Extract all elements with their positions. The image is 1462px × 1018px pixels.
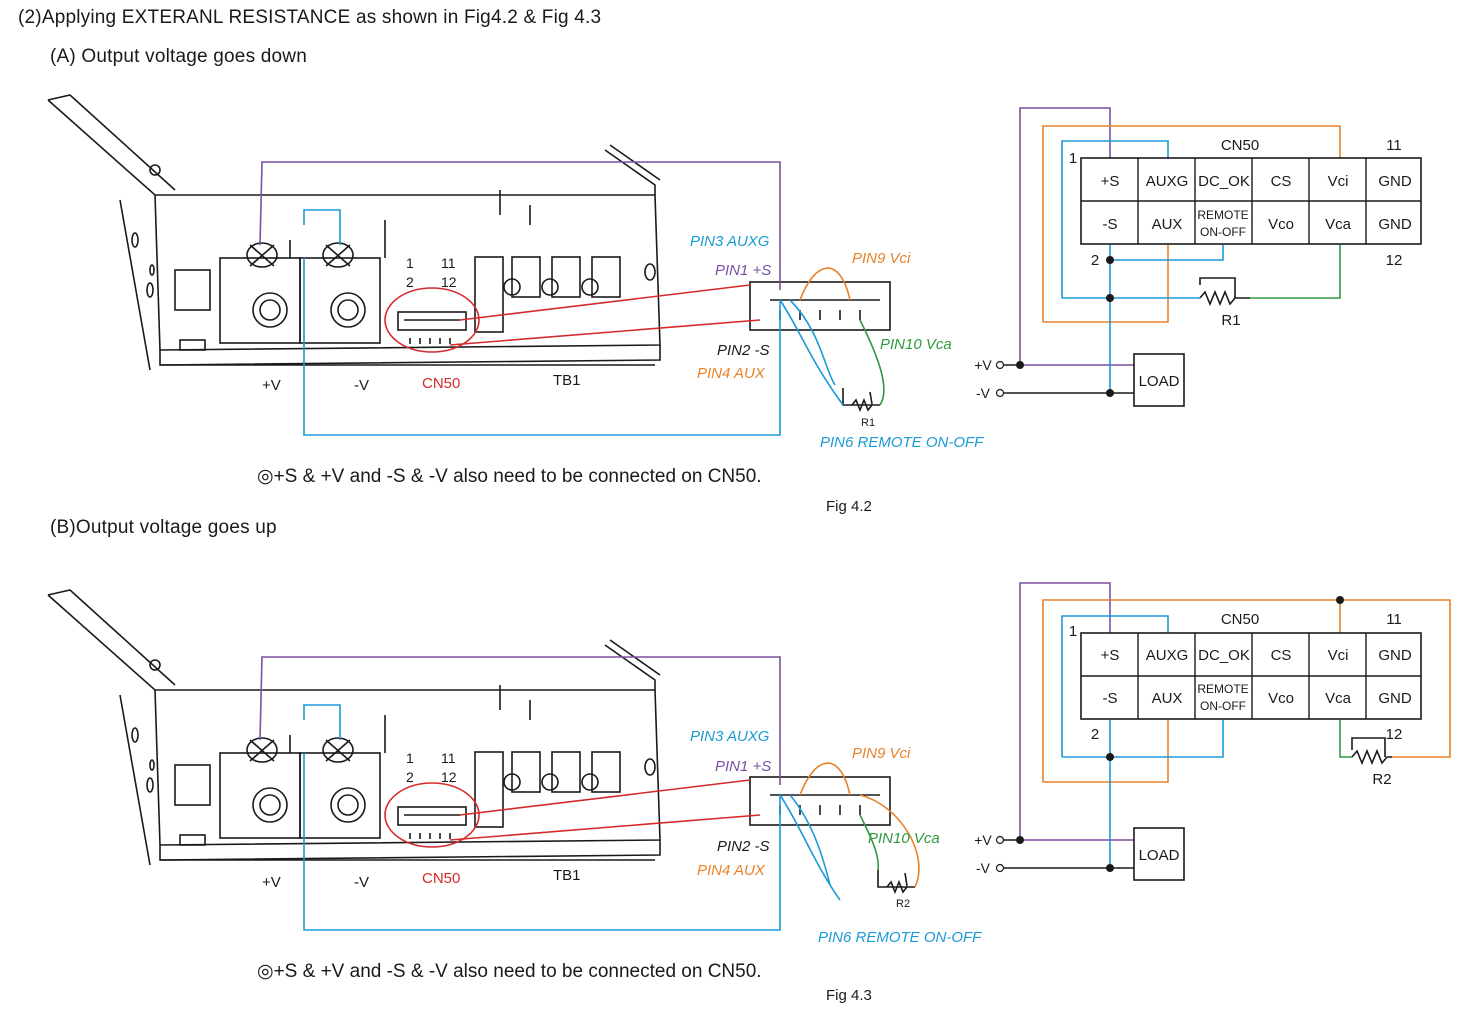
cell-vca-a: Vca — [1325, 216, 1352, 233]
schematic-pin2-a: 2 — [1091, 252, 1099, 269]
schematic-resistor-b: R2 — [1372, 771, 1391, 788]
figure-a-note: ◎+S & +V and -S & -V also need to be con… — [257, 466, 762, 487]
cell-minus-s-b: -S — [1103, 690, 1118, 707]
schematic-pin11-a: 11 — [1386, 137, 1402, 154]
cell-cs-a: CS — [1271, 173, 1292, 190]
cell-on-off-a: ON-OFF — [1200, 225, 1246, 239]
load-label-b: LOAD — [1139, 847, 1180, 864]
pos-v-label-b: +V — [262, 874, 281, 891]
psu-drawing-a — [47, 94, 891, 413]
schematic-pos-v-a: +V — [974, 357, 992, 373]
pin10-label-b: PIN10 Vca — [868, 830, 940, 847]
cell-auxg-a: AUXG — [1146, 173, 1189, 190]
neg-v-label-a: -V — [354, 377, 369, 394]
tb1-label-a: TB1 — [553, 372, 581, 389]
pin-12-label-b: 12 — [441, 769, 457, 785]
cell-vci-a: Vci — [1328, 173, 1349, 190]
cell-aux-a: AUX — [1152, 216, 1183, 233]
cell-gnd-top-b: GND — [1378, 647, 1412, 664]
cell-remote-b: REMOTE — [1197, 682, 1248, 696]
schematic-pin2-b: 2 — [1091, 726, 1099, 743]
load-label-a: LOAD — [1139, 373, 1180, 390]
r2-label-drawing: R2 — [896, 898, 910, 910]
schematic-resistor-a: R1 — [1221, 312, 1240, 329]
pin6-label-b: PIN6 REMOTE ON-OFF — [818, 929, 982, 946]
cell-vci-b: Vci — [1328, 647, 1349, 664]
schematic-title-b: CN50 — [1221, 611, 1259, 628]
pin10-label-a: PIN10 Vca — [880, 336, 952, 353]
cell-vco-a: Vco — [1268, 216, 1294, 233]
figure-b-caption: Fig 4.3 — [826, 987, 872, 1004]
cell-vca-b: Vca — [1325, 690, 1352, 707]
schematic-b: CN50 11 1 2 12 +S AUXG DC_OK CS Vci GND … — [974, 582, 1451, 881]
cell-gnd-bottom-a: GND — [1378, 216, 1412, 233]
pin3-label-b: PIN3 AUXG — [690, 728, 770, 745]
pin-1-label-b: 1 — [406, 750, 414, 766]
cell-plus-s-b: +S — [1101, 647, 1120, 664]
schematic-neg-v-a: -V — [976, 385, 991, 401]
pin-12-label-a: 12 — [441, 274, 457, 290]
cell-aux-b: AUX — [1152, 690, 1183, 707]
figure-a-diagram: +V -V CN50 TB1 1 2 11 12 PIN3 AUXG PIN1 … — [47, 94, 1422, 451]
tb1-label-b: TB1 — [553, 867, 581, 884]
schematic-pin1-a: 1 — [1069, 150, 1077, 167]
cell-dc-ok-a: DC_OK — [1198, 173, 1250, 190]
pin-1-label-a: 1 — [406, 255, 414, 271]
pin1-label-b: PIN1 +S — [715, 758, 771, 775]
schematic-neg-v-b: -V — [976, 860, 991, 876]
pin1-label-a: PIN1 +S — [715, 262, 771, 279]
pin-2-label-b: 2 — [406, 769, 414, 785]
figure-a-subtitle: (A) Output voltage goes down — [50, 46, 307, 67]
cell-gnd-bottom-b: GND — [1378, 690, 1412, 707]
schematic-pin12-a: 12 — [1386, 252, 1403, 269]
cell-minus-s-a: -S — [1103, 216, 1118, 233]
pin-2-label-a: 2 — [406, 274, 414, 290]
pin9-label-b: PIN9 Vci — [852, 745, 911, 762]
schematic-pin12-b: 12 — [1386, 726, 1403, 743]
wiring-a — [259, 161, 885, 436]
wiring-b — [259, 656, 920, 931]
cn50-label-a: CN50 — [422, 375, 460, 392]
figure-b-note: ◎+S & +V and -S & -V also need to be con… — [257, 961, 762, 982]
cell-cs-b: CS — [1271, 647, 1292, 664]
schematic-pin11-b: 11 — [1386, 611, 1402, 628]
pin-11-label-b: 11 — [441, 750, 456, 766]
schematic-pos-v-b: +V — [974, 832, 992, 848]
pin4-label-b: PIN4 AUX — [697, 862, 766, 879]
figure-b-diagram: +V -V CN50 TB1 1 2 11 12 PIN3 AUXG PIN1 … — [47, 582, 1451, 946]
cell-vco-b: Vco — [1268, 690, 1294, 707]
cell-dc-ok-b: DC_OK — [1198, 647, 1250, 664]
pin6-label-a: PIN6 REMOTE ON-OFF — [820, 434, 984, 451]
cell-remote-a: REMOTE — [1197, 208, 1248, 222]
schematic-pin1-b: 1 — [1069, 623, 1077, 640]
r1-label-drawing: R1 — [861, 417, 875, 429]
schematic-a: CN50 11 1 2 12 +S AUXG DC_OK CS Vci GND … — [974, 107, 1422, 407]
pin-11-label-a: 11 — [441, 255, 456, 271]
pin3-label-a: PIN3 AUXG — [690, 233, 770, 250]
cell-on-off-b: ON-OFF — [1200, 699, 1246, 713]
pin2-label-b: PIN2 -S — [717, 838, 770, 855]
pos-v-label-a: +V — [262, 377, 281, 394]
pin4-label-a: PIN4 AUX — [697, 365, 766, 382]
pin2-label-a: PIN2 -S — [717, 342, 770, 359]
neg-v-label-b: -V — [354, 874, 369, 891]
pin9-label-a: PIN9 Vci — [852, 250, 911, 267]
cn50-label-b: CN50 — [422, 870, 460, 887]
figure-b-subtitle: (B)Output voltage goes up — [50, 517, 277, 538]
psu-drawing-b — [47, 589, 915, 895]
schematic-title-a: CN50 — [1221, 137, 1259, 154]
cell-gnd-top-a: GND — [1378, 173, 1412, 190]
page-title: (2)Applying EXTERANL RESISTANCE as shown… — [18, 7, 602, 28]
cell-plus-s-a: +S — [1101, 173, 1120, 190]
cell-auxg-b: AUXG — [1146, 647, 1189, 664]
figure-a-caption: Fig 4.2 — [826, 498, 872, 515]
